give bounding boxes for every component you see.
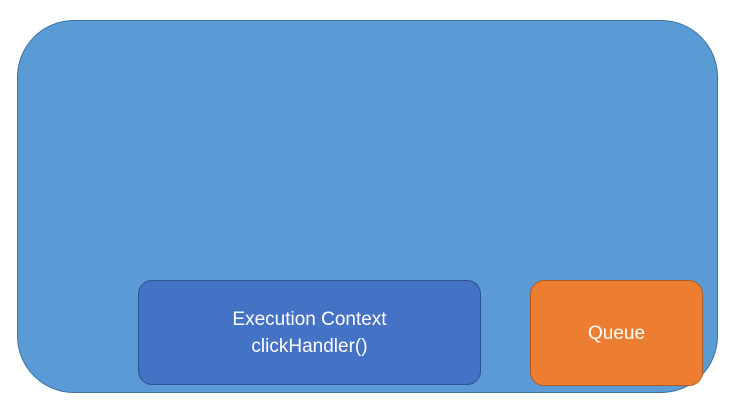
- queue-label: Queue: [587, 322, 646, 344]
- execution-context-node: Execution Context clickHandler(): [138, 280, 481, 385]
- execution-context-label: Execution Context: [232, 308, 387, 330]
- click-handler-label: clickHandler(): [251, 335, 368, 357]
- queue-node: Queue: [530, 280, 703, 386]
- event-loop-outer-container: Execution Context clickHandler() Queue: [17, 20, 718, 393]
